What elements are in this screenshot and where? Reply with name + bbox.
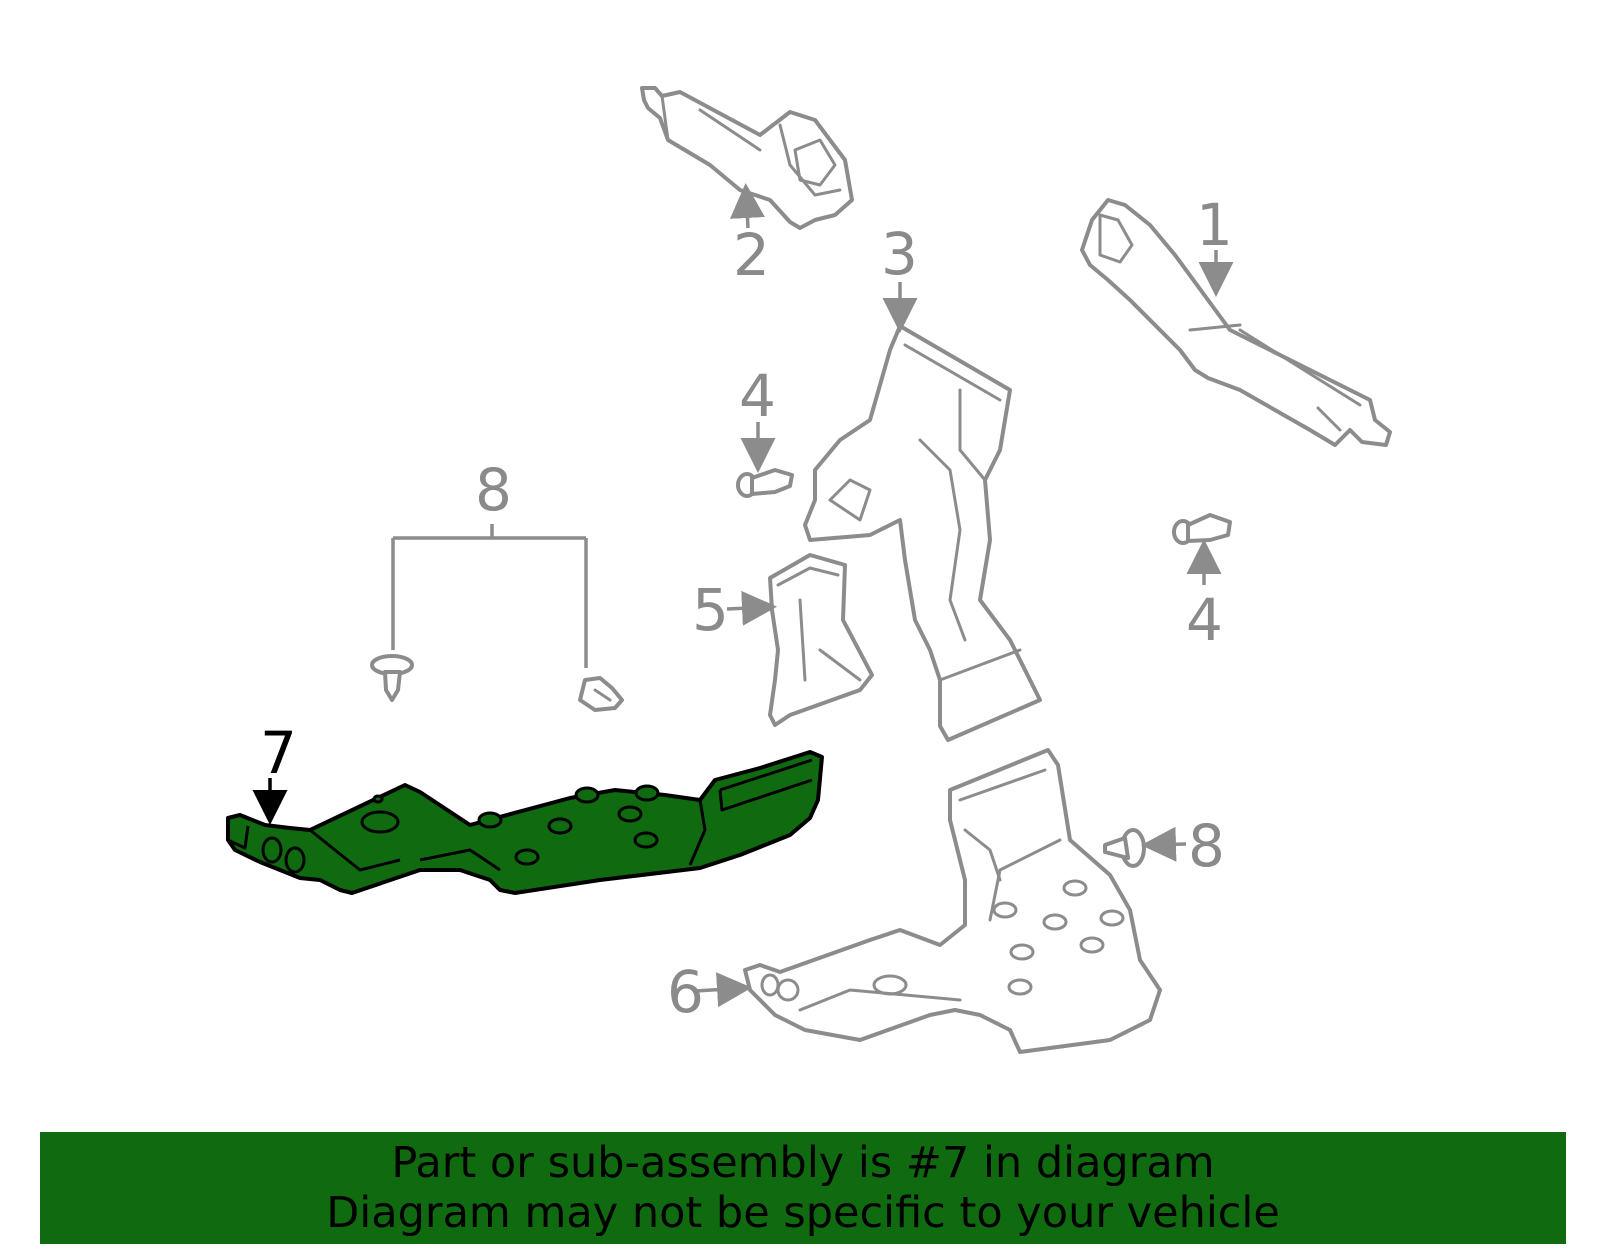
part-7-duct-highlighted[interactable] bbox=[226, 750, 824, 895]
callout-labels: 1 2 3 4 4 5 6 7 8 8 bbox=[260, 191, 1233, 1026]
callout-8-left: 8 bbox=[475, 456, 512, 524]
part-8-clip-left-a[interactable] bbox=[370, 654, 414, 702]
callout-1: 1 bbox=[1196, 191, 1233, 259]
callout-2: 2 bbox=[733, 221, 770, 289]
callout-4-upper: 4 bbox=[739, 362, 776, 430]
part-4-clip-right[interactable] bbox=[1172, 513, 1232, 545]
part-6-duct[interactable] bbox=[743, 748, 1162, 1054]
callout-8-right: 8 bbox=[1188, 812, 1225, 880]
part-4-clip-left[interactable] bbox=[736, 468, 794, 498]
part-1-duct[interactable] bbox=[1080, 198, 1392, 447]
callout-7: 7 bbox=[260, 719, 297, 787]
leader-lines bbox=[252, 183, 1234, 1008]
part-8-clip-right[interactable] bbox=[1103, 828, 1146, 868]
banner-line-2: Diagram may not be specific to your vehi… bbox=[326, 1188, 1280, 1238]
part-3-duct[interactable] bbox=[803, 324, 1042, 742]
callout-5: 5 bbox=[692, 576, 729, 644]
banner-line-1: Part or sub-assembly is #7 in diagram bbox=[391, 1138, 1215, 1188]
part-2-duct[interactable] bbox=[640, 86, 854, 230]
callout-4-lower: 4 bbox=[1186, 586, 1223, 654]
info-banner: Part or sub-assembly is #7 in diagram Di… bbox=[40, 1132, 1566, 1244]
callout-6: 6 bbox=[667, 958, 704, 1026]
callout-3: 3 bbox=[881, 220, 918, 288]
part-5-duct[interactable] bbox=[768, 553, 874, 727]
part-8-clip-left-b[interactable] bbox=[578, 676, 624, 712]
